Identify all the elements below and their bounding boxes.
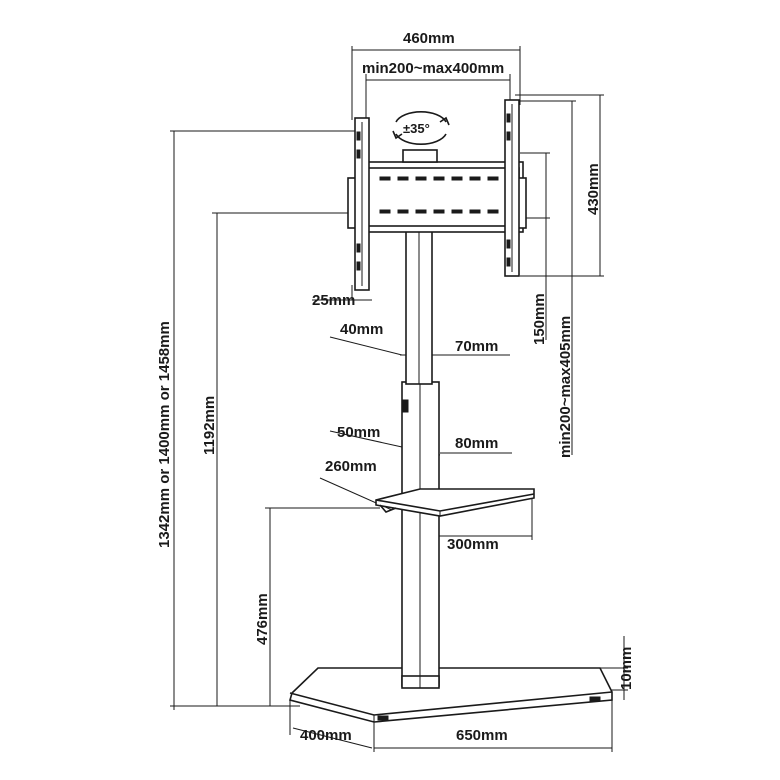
label-lower-pole-depth: 50mm	[337, 424, 380, 441]
label-mount-height: 1192mm	[201, 396, 218, 455]
label-vesa-horizontal: min200~max400mm	[362, 60, 504, 77]
base-plate	[289, 667, 613, 723]
label-base-thickness: 10mm	[618, 647, 635, 690]
pole	[401, 227, 440, 689]
label-shelf-depth: 260mm	[325, 458, 377, 475]
shelf	[375, 488, 535, 517]
label-tilt: ±35°	[403, 121, 430, 136]
label-base-width: 650mm	[456, 727, 508, 744]
label-upper-pole-depth: 40mm	[340, 321, 383, 338]
label-vesa-vertical: min200~max405mm	[557, 316, 574, 458]
label-shelf-width: 300mm	[447, 536, 499, 553]
label-total-height: 1342mm or 1400mm or 1458mm	[156, 321, 173, 548]
label-shelf-height: 476mm	[254, 593, 271, 645]
label-bracket-offset: 150mm	[531, 293, 548, 345]
label-rail-offset: 25mm	[312, 292, 355, 309]
dimension-lines	[170, 46, 628, 752]
mounting-bracket	[347, 99, 527, 291]
label-base-depth: 400mm	[300, 727, 352, 744]
tilt-icon	[392, 111, 450, 145]
label-bracket-width: 460mm	[403, 30, 455, 47]
label-bracket-height: 430mm	[585, 163, 602, 215]
label-lower-pole-width: 80mm	[455, 435, 498, 452]
label-upper-pole-width: 70mm	[455, 338, 498, 355]
